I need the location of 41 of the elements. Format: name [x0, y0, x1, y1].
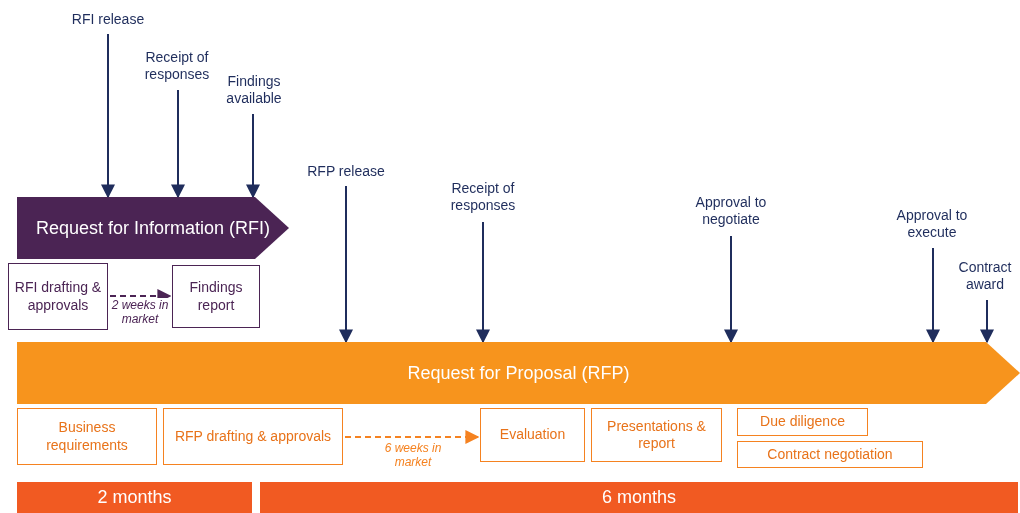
activity-box [172, 265, 260, 328]
arrow [476, 221, 490, 344]
node-text: 6 months [601, 486, 676, 509]
activity-box [591, 408, 722, 462]
node-text: 2 months [97, 486, 172, 509]
arrow [339, 185, 353, 344]
milestone-label: Approval to execute [880, 202, 984, 246]
activity-box [737, 408, 868, 436]
node-text: Due diligence [760, 413, 845, 431]
arrow [980, 299, 994, 344]
node-text: RFP drafting & approvals [174, 427, 332, 446]
duration-bar [260, 482, 1018, 513]
activity-box [17, 408, 157, 465]
node-text: RFI drafting & approvals [13, 279, 103, 314]
milestone-label: Receipt of responses [438, 174, 528, 220]
node-text: Business requirements [45, 419, 129, 454]
node-text: Findings report [188, 279, 244, 314]
activity-box [163, 408, 343, 465]
activity-box [480, 408, 585, 462]
arrow [101, 33, 115, 199]
phase-chevron [17, 197, 289, 259]
node-text: Request for Proposal (RFP) [407, 361, 630, 385]
milestone-label: Approval to negotiate [680, 188, 782, 234]
duration-bar [17, 482, 252, 513]
phase-arrow-band [17, 342, 1020, 404]
arrow [246, 113, 260, 199]
arrow [171, 89, 185, 199]
node-text: Contract negotiation [767, 445, 893, 464]
milestone-label: Findings available [218, 68, 290, 112]
arrow [926, 247, 940, 344]
milestone-label: Contract award [950, 254, 1020, 298]
activity-box [737, 441, 923, 468]
milestone-label: RFP release [298, 160, 394, 184]
milestone-label: Receipt of responses [134, 44, 220, 88]
node-text: Evaluation [499, 426, 566, 444]
arrow [344, 430, 480, 444]
activity-box [8, 263, 108, 330]
node-text: Request for Information (RFI) [35, 216, 271, 240]
node-text: Presentations & report [606, 417, 707, 453]
milestone-label: RFI release [62, 8, 154, 32]
arrow [724, 235, 738, 344]
